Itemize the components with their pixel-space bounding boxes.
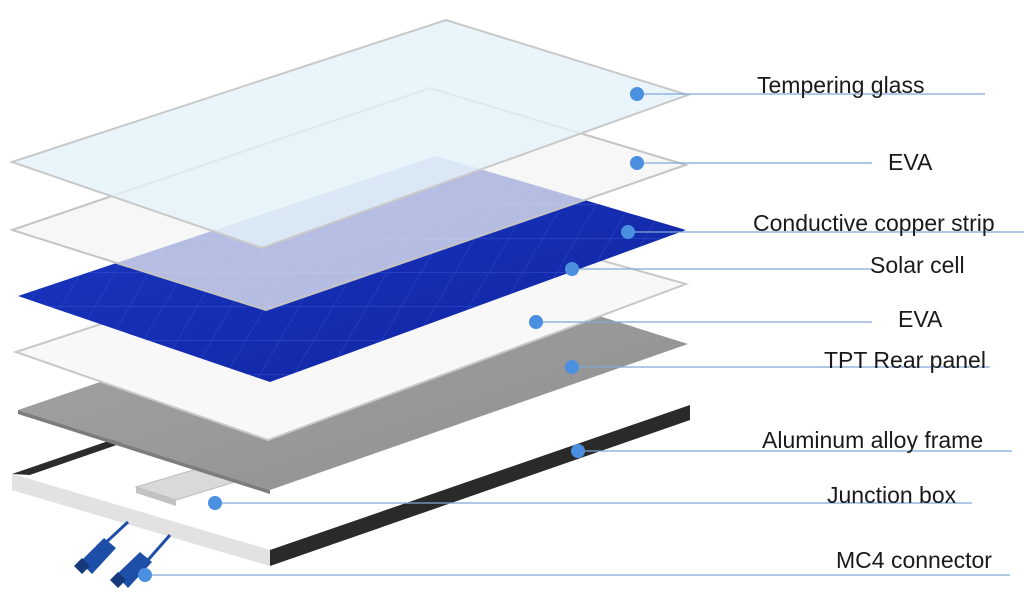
label-tempering-glass: Tempering glass xyxy=(757,72,925,98)
label-eva-bottom: EVA xyxy=(898,306,943,332)
label-conductive-copper-strip: Conductive copper strip xyxy=(753,210,995,236)
label-solar-cell: Solar cell xyxy=(870,252,965,278)
label-eva-top: EVA xyxy=(888,149,933,175)
leader-lines xyxy=(145,93,1024,576)
label-tpt-rear-panel: TPT Rear panel xyxy=(824,347,986,373)
tempering-glass-sheet xyxy=(8,18,692,250)
mc4-connector xyxy=(74,520,172,588)
label-aluminum-alloy-frame: Aluminum alloy frame xyxy=(762,427,984,453)
marker-dots xyxy=(138,87,644,582)
label-junction-box: Junction box xyxy=(827,482,957,508)
label-mc4-connector: MC4 connector xyxy=(836,547,992,573)
